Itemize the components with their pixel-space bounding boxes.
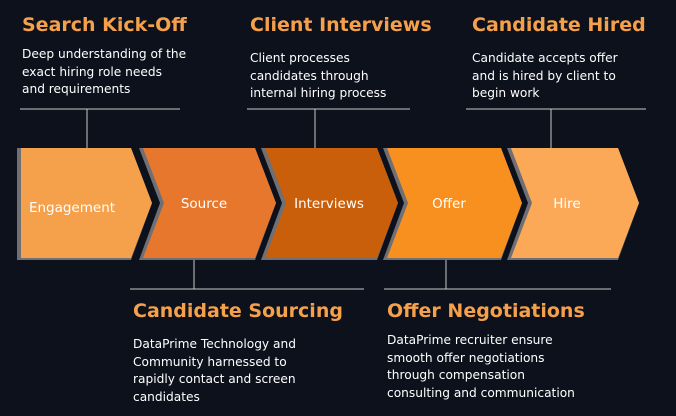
stage-offer[interactable] — [387, 148, 522, 258]
callout-text-search-kick-off: Deep understanding of the exact hiring r… — [22, 47, 187, 96]
stage-hire[interactable] — [511, 148, 639, 258]
callout-title-candidate-hired: Candidate Hired — [472, 14, 646, 36]
callout-text-candidate-hired: Candidate accepts offer and is hired by … — [472, 51, 618, 100]
stage-label-engagement: Engagement — [29, 200, 115, 216]
callout-title-client-interviews: Client Interviews — [250, 14, 432, 36]
connector-lines — [20, 108, 646, 290]
stage-interviews[interactable] — [265, 148, 398, 258]
stage-shapes — [21, 148, 639, 258]
stage-label-hire: Hire — [553, 196, 580, 212]
stage-label-source: Source — [181, 196, 227, 212]
callout-text-candidate-sourcing: DataPrime Technology and Community harne… — [133, 337, 296, 404]
callout-text-client-interviews: Client processes candidates through inte… — [250, 51, 387, 100]
stage-label-offer: Offer — [432, 196, 466, 212]
callout-title-search-kick-off: Search Kick-Off — [22, 14, 187, 36]
stage-engagement[interactable] — [21, 148, 152, 258]
callout-title-offer-negotiations: Offer Negotiations — [387, 300, 585, 322]
callout-title-candidate-sourcing: Candidate Sourcing — [133, 300, 343, 322]
stage-source[interactable] — [143, 148, 276, 258]
callout-text-offer-negotiations: DataPrime recruiter ensure smooth offer … — [387, 333, 575, 400]
stage-label-interviews: Interviews — [294, 196, 364, 212]
